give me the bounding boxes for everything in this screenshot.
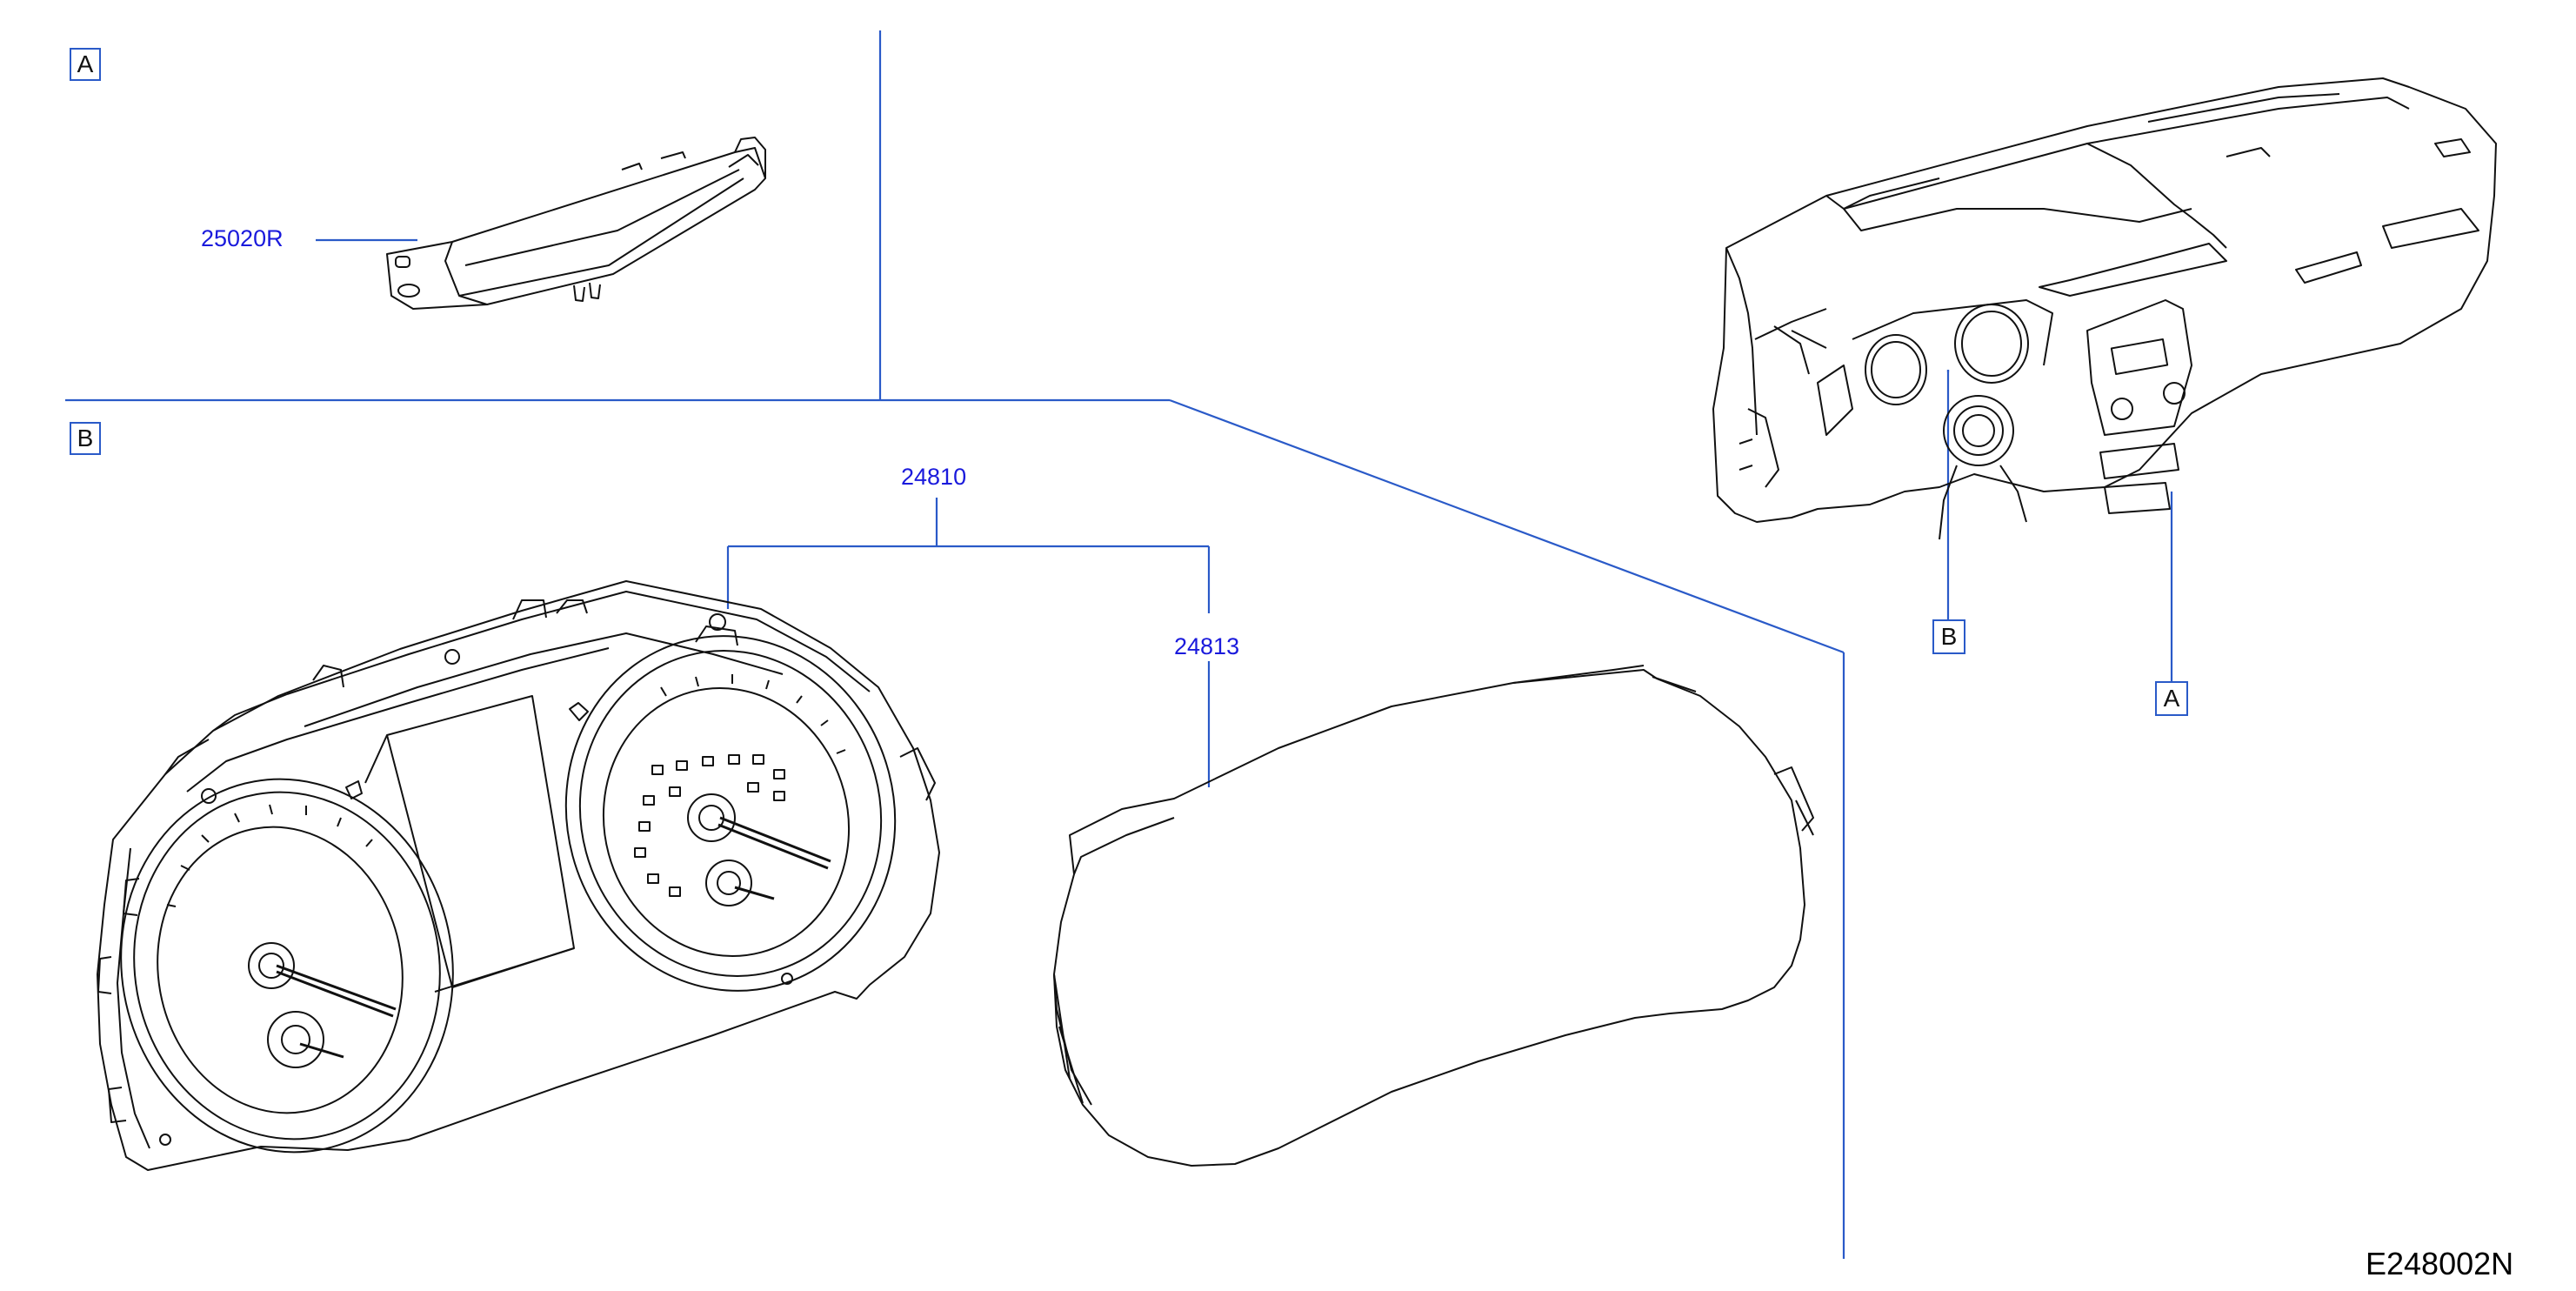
- cluster-lens-drawing: [1053, 665, 1814, 1167]
- section-a-label: A: [70, 48, 101, 81]
- callout-24810: 24810: [901, 464, 967, 490]
- dashboard-marker-a: A: [2155, 681, 2188, 716]
- leader-lines: [65, 30, 2173, 1259]
- section-b-label: B: [70, 422, 101, 455]
- instrument-cluster-drawing: [97, 580, 940, 1171]
- dashboard-marker-b: B: [1932, 619, 1965, 654]
- callout-25020r: 25020R: [201, 225, 284, 251]
- diagram-id: E248002N: [2366, 1246, 2514, 1281]
- amplifier-module-drawing: [386, 137, 766, 310]
- dashboard-overview-drawing: [1712, 77, 2497, 540]
- callout-24813: 24813: [1174, 633, 1240, 659]
